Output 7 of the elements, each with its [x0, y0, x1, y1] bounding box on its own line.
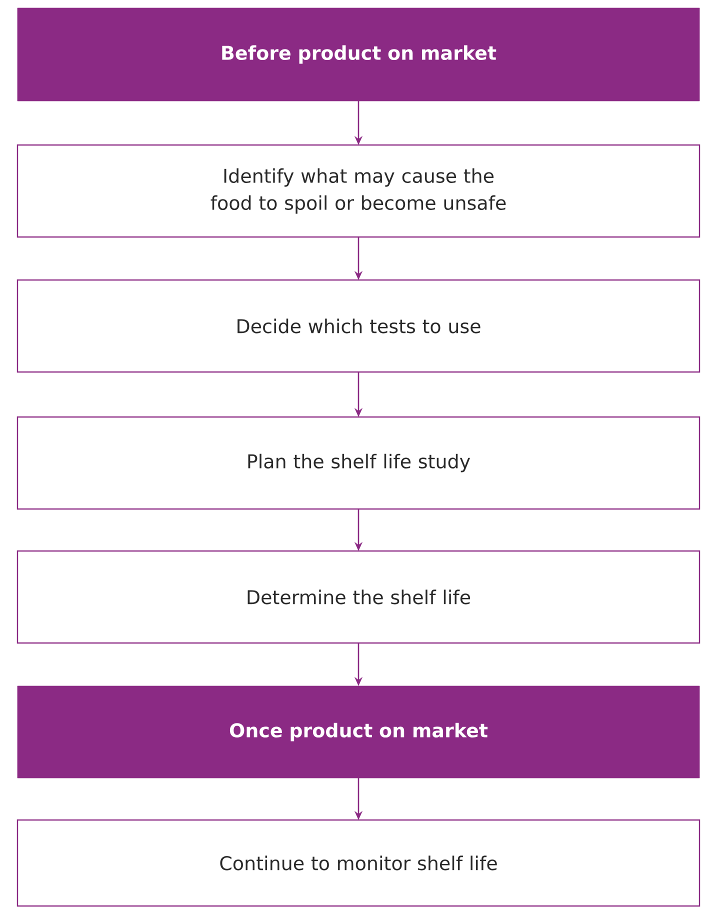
process-box: Plan the shelf life study	[16, 416, 700, 510]
process-box: Decide which tests to use	[16, 279, 700, 373]
header-box: Before product on market	[17, 8, 700, 102]
process-box: Determine the shelf life	[16, 550, 700, 644]
process-box: Identify what may cause the food to spoil or become unsafe	[16, 144, 700, 238]
header-box: Once product on market	[17, 686, 700, 778]
process-box: Continue to monitor shelf life	[16, 819, 700, 907]
